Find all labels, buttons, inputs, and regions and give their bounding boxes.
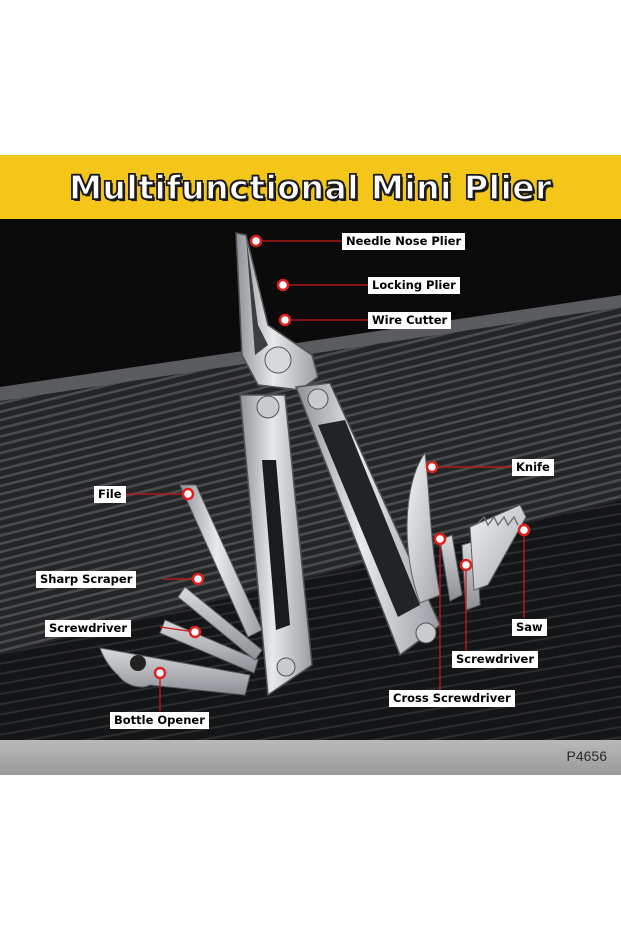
plier-right-handle xyxy=(294,382,527,657)
marker-screwdriver-left xyxy=(188,625,202,639)
callout-markers xyxy=(153,234,531,680)
label-needle-nose-plier: Needle Nose Plier xyxy=(342,233,466,250)
ribbed-surface-upper xyxy=(0,305,621,655)
ribbed-edge-highlight xyxy=(0,295,621,401)
marker-screwdriver-right xyxy=(459,558,473,572)
label-knife: Knife xyxy=(512,459,554,476)
label-cross-screwdriver: Cross Screwdriver xyxy=(389,690,515,707)
title-banner: Multifunctional Mini Plier xyxy=(0,155,621,219)
label-locking-plier: Locking Plier xyxy=(368,277,460,294)
plier-left-handle xyxy=(99,394,313,697)
label-wire-cutter: Wire Cutter xyxy=(368,312,452,329)
marker-cross-screwdriver xyxy=(433,532,447,546)
marker-locking xyxy=(276,278,290,292)
product-photo xyxy=(0,155,621,775)
label-screwdriver-right: Screwdriver xyxy=(452,651,539,668)
product-image: Multifunctional Mini Plier Needle Nose P… xyxy=(0,155,621,775)
plier-jaws xyxy=(235,232,319,391)
marker-bottle-opener xyxy=(153,666,167,680)
label-file: File xyxy=(94,486,126,503)
marker-wire-cutter xyxy=(278,313,292,327)
marker-knife xyxy=(425,460,439,474)
label-bottle-opener: Bottle Opener xyxy=(110,712,209,729)
bottom-strip: P4656 xyxy=(0,740,621,775)
model-code: P4656 xyxy=(566,748,607,764)
marker-saw xyxy=(517,523,531,537)
marker-needle-nose xyxy=(249,234,263,248)
label-sharp-scraper: Sharp Scraper xyxy=(36,571,137,588)
label-saw: Saw xyxy=(512,619,547,636)
marker-sharp-scraper xyxy=(191,572,205,586)
label-screwdriver-left: Screwdriver xyxy=(45,620,132,637)
title-text: Multifunctional Mini Plier xyxy=(68,167,552,207)
marker-file xyxy=(181,487,195,501)
